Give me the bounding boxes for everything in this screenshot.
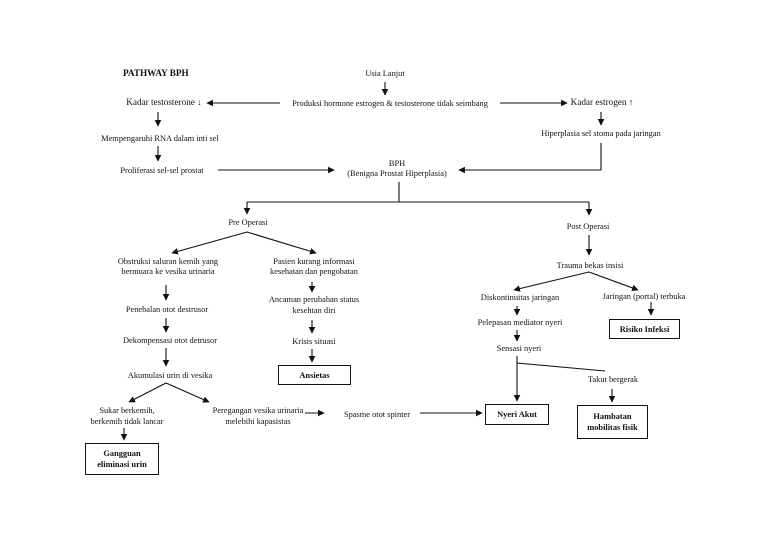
node-dekompensasi: Dekompensasi otot detrusor — [123, 336, 217, 345]
node-mempengaruhi-rna: Mempengaruhi RNA dalam inti sel — [101, 134, 219, 143]
arrow-trauma-jaringan — [588, 271, 639, 292]
node-spasme: Spasme otot spinter — [343, 410, 411, 419]
box-risiko-infeksi: Risiko Infeksi — [609, 319, 680, 339]
box-ansietas: Ansietas — [278, 365, 351, 385]
node-kadar-estrogen: Kadar estrogen ↑ — [570, 97, 634, 107]
sensasi-split — [516, 356, 606, 372]
node-pasien-line1: Pasien kurang informasi — [273, 257, 355, 266]
node-bph: BPH — [388, 159, 406, 168]
node-sukar-line2: berkemih tidak lancar — [90, 417, 164, 426]
node-trauma: Trauma bekas insisi — [556, 261, 624, 270]
box-hambatan-mobilitas-label: Hambatan mobilitas fisik — [587, 412, 638, 432]
diagram-title: PATHWAY BPH — [123, 68, 189, 78]
node-obstruksi-line1: Obstruksi saluran kemih yang — [117, 257, 219, 266]
node-produksi-hormone: Produksi hormone estrogen & testosterone… — [292, 99, 488, 108]
arrow-hiperplasia-bph — [458, 143, 602, 174]
arrow-trauma-diskontinuitas — [513, 271, 590, 292]
node-jaringan-terbuka: Jaringan (portal) terbuka — [602, 292, 686, 301]
node-obstruksi-line2: bermuara ke vesika urinaria — [121, 267, 215, 276]
node-peregangan-line1: Peregangan vesika urinaria — [212, 406, 304, 415]
node-pre-operasi: Pre Operasi — [228, 218, 268, 227]
node-krisis: Krisis situasi — [292, 337, 336, 346]
arrow-akumulasi-peregangan — [165, 382, 210, 403]
node-akumulasi: Akumulasi urin di vesika — [127, 371, 213, 380]
box-hambatan-mobilitas: Hambatan mobilitas fisik — [577, 405, 648, 439]
node-kadar-testosterone: Kadar testosterone ↓ — [126, 97, 202, 107]
box-nyeri-akut-label: Nyeri Akut — [497, 410, 537, 419]
node-post-operasi: Post Operasi — [566, 222, 610, 231]
box-ansietas-label: Ansietas — [299, 370, 330, 380]
node-diskontinuitas: Diskontinuitas jaringan — [480, 293, 560, 302]
node-ancaman-line2: kesehtan diri — [292, 306, 336, 315]
arrow-pre-pasien — [246, 231, 317, 255]
node-ancaman-line1: Ancaman perubahan status — [268, 295, 360, 304]
box-gangguan-eliminasi: Gangguan eliminasi urin — [85, 443, 159, 475]
node-peregangan-line2: melebihi kapasistas — [225, 417, 291, 426]
box-nyeri-akut: Nyeri Akut — [485, 404, 549, 425]
node-proliferasi: Proliferasi sel-sel prostat — [120, 166, 204, 175]
node-hiperplasia-stoma: Hiperplasia sel stoma pada jaringan — [541, 129, 661, 138]
node-bph-full: (Benigna Prostat Hiperplasia) — [347, 169, 447, 178]
node-takut-bergerak: Takut bergerak — [587, 375, 639, 384]
box-gangguan-eliminasi-label: Gangguan eliminasi urin — [97, 449, 147, 469]
node-pelepasan: Pelepasan mediator nyeri — [477, 318, 563, 327]
node-usia-lanjut: Usia Lanjut — [365, 69, 405, 78]
node-pasien-line2: kesehatan dan pengobatan — [270, 267, 358, 276]
arrow-pre-obstruksi — [171, 231, 248, 255]
node-penebalan: Penebalan otot destrusor — [125, 305, 209, 314]
arrow-akumulasi-sukar — [128, 382, 167, 403]
node-sensasi: Sensasi nyeri — [496, 344, 542, 353]
box-risiko-infeksi-label: Risiko Infeksi — [619, 324, 670, 334]
node-sukar-line1: Sukar berkemih, — [99, 406, 155, 415]
